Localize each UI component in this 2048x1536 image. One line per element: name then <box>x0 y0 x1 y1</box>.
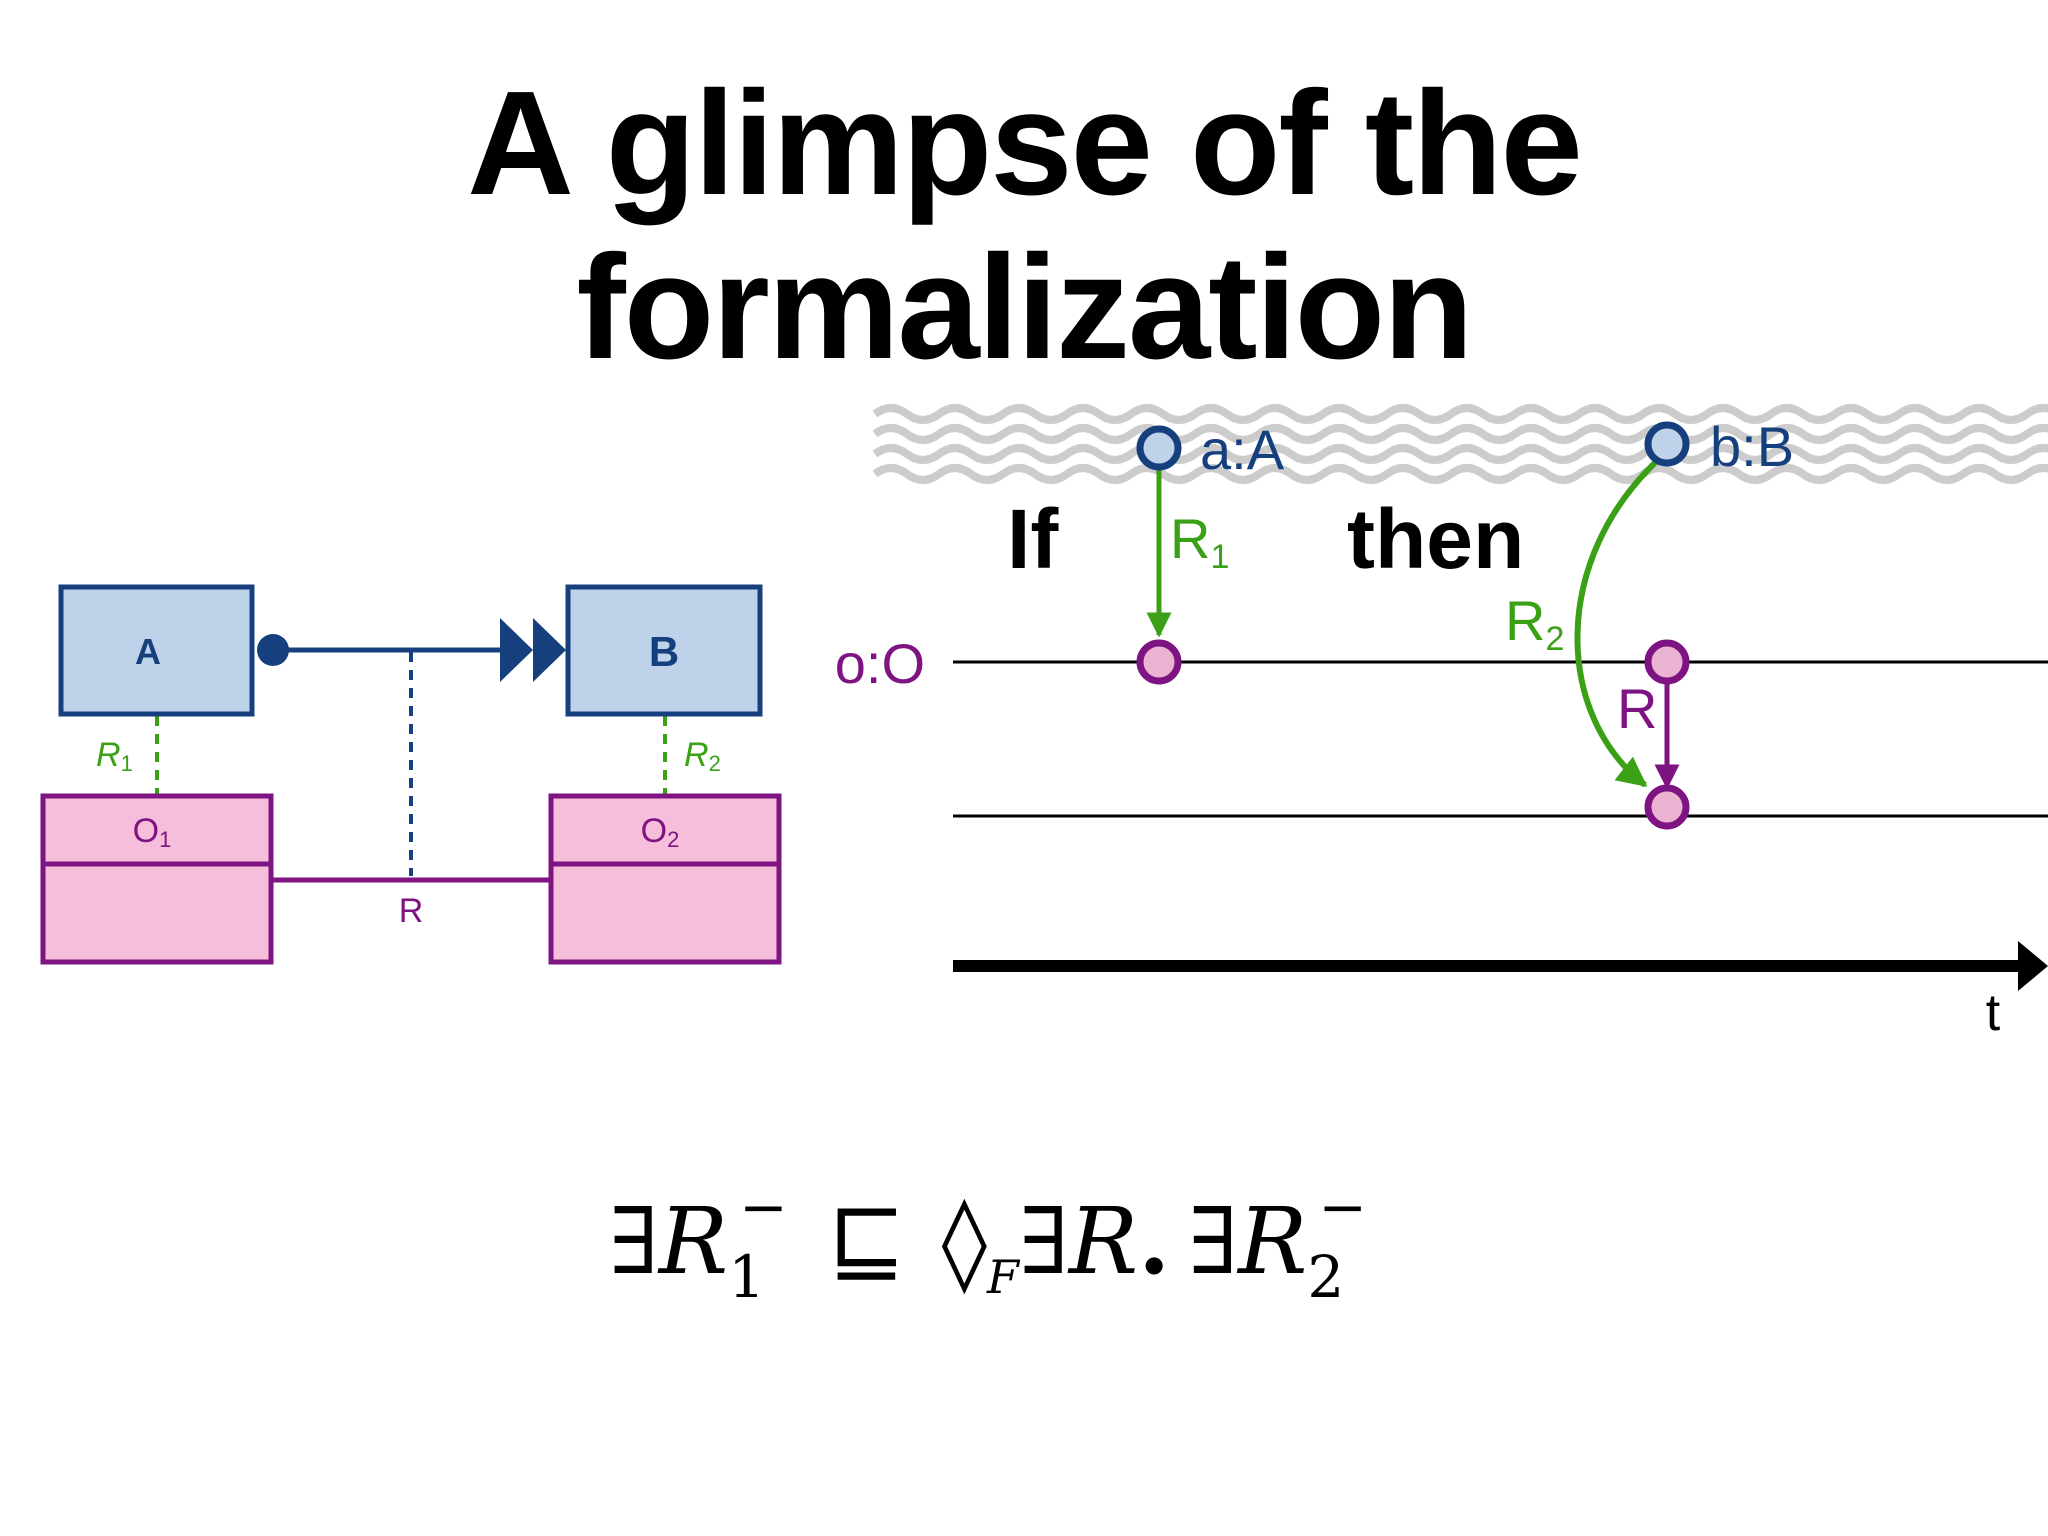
association-r-label: R <box>399 892 424 930</box>
object-o-label: o:O <box>835 632 925 695</box>
class-o1-label: O1 <box>133 812 172 852</box>
class-o1: O1 <box>40 793 274 965</box>
then-label: then <box>1347 492 1524 586</box>
node-b <box>1644 421 1690 467</box>
uml-diagram: A B O1 O2 R R1 R2 <box>40 584 782 965</box>
class-b-label: B <box>649 628 679 675</box>
title-line-2: formalization <box>576 225 1474 390</box>
class-o2: O2 <box>548 793 782 965</box>
association-start-dot <box>257 634 289 666</box>
class-b: B <box>565 584 763 717</box>
role-r2-label: R2 <box>684 736 721 776</box>
node-o-at-a <box>1136 639 1182 685</box>
wave-band <box>872 404 2048 484</box>
object-a-label: a:A <box>1200 418 1285 481</box>
object-b-label: b:B <box>1710 415 1794 478</box>
r1-arrow-label: R1 <box>1170 507 1229 576</box>
class-a-label: A <box>135 631 161 672</box>
timeline-diagram: t o:O If then R1 R2 R a:A b:B <box>835 404 2048 1042</box>
title-line-1: A glimpse of the <box>467 61 1583 226</box>
slide-title: A glimpse of the formalization <box>0 62 2048 390</box>
formula: ∃R1−⊑◊F∃R.∃R2− <box>609 1173 1367 1311</box>
role-r1-label: R1 <box>96 736 133 776</box>
class-a: A <box>58 584 255 717</box>
time-axis-label: t <box>1986 984 2001 1042</box>
node-o-at-b <box>1644 639 1690 685</box>
r2-arrow <box>1574 455 1663 788</box>
class-o2-label: O2 <box>641 812 680 852</box>
association-double-arrowhead <box>500 618 566 682</box>
node-second-at-b <box>1644 784 1690 830</box>
r2-arrow-label: R2 <box>1505 589 1564 658</box>
if-label: If <box>1007 492 1059 586</box>
node-a <box>1136 425 1182 471</box>
formula-text: ∃R1−⊑◊F∃R.∃R2− <box>609 1173 1367 1311</box>
r-arrow-label: R <box>1617 677 1657 740</box>
time-axis-arrowhead <box>2018 941 2048 991</box>
